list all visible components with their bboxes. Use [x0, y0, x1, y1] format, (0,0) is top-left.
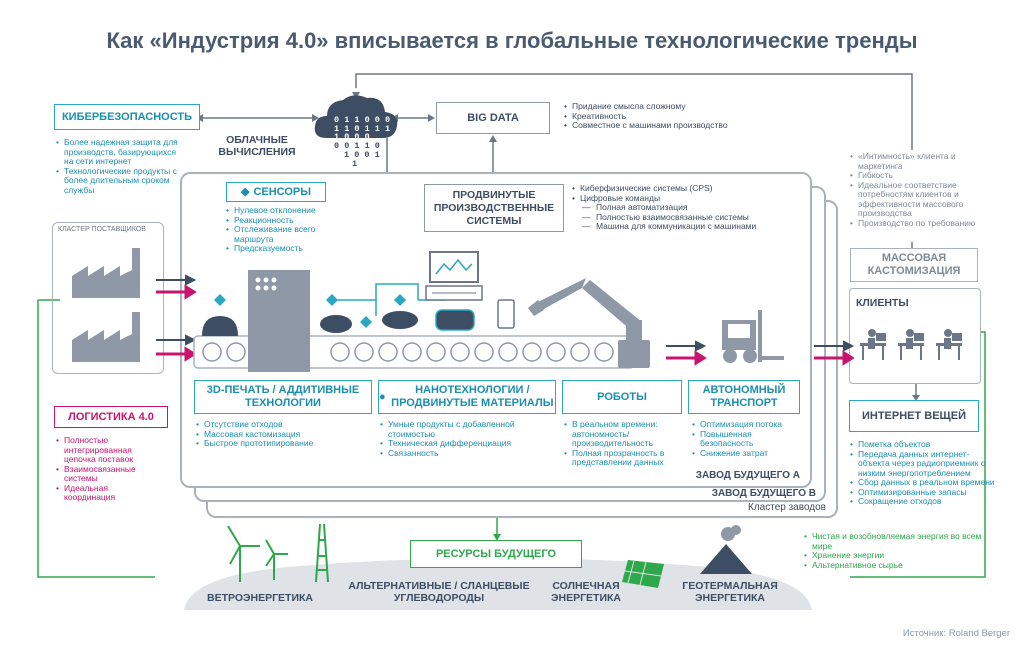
list-item: Совместное с машинами производство [564, 120, 774, 131]
list-item: Идеальная координация [56, 483, 156, 503]
resources-list: Чистая и возобновляемая энергия во всем … [804, 531, 984, 571]
factory-b-label: ЗАВОД БУДУЩЕГО В [711, 488, 816, 499]
list-item: Технологические продукты с более длитель… [56, 166, 186, 196]
iot-list: Пометка объектов Передача данных интерне… [850, 439, 995, 507]
shale-label: АЛЬТЕРНАТИВНЫЕ / СЛАНЦЕВЫЕ УГЛЕВОДОРОДЫ [348, 580, 530, 604]
clients-label: КЛИЕНТЫ [856, 297, 909, 309]
3d-printing-list: Отсутствие отходов Массовая кастомизация… [196, 419, 366, 449]
big-data-box: BIG DATA [436, 102, 550, 134]
list-item: Полная прозрачность в представлении данн… [564, 448, 690, 468]
list-item: Идеальное соответствие потребностям клие… [850, 180, 1000, 219]
earth-arc [184, 523, 812, 610]
supplier-cluster-frame [52, 222, 164, 374]
advanced-systems-text: Киберфизические системы (CPS) Цифровые к… [572, 183, 802, 232]
binary-line: 1 1 0 1 1 1 [334, 123, 391, 134]
list-item: Техническая дифференциация [380, 438, 556, 449]
page-title: Как «Индустрия 4.0» вписывается в глобал… [106, 28, 918, 53]
binary-code-lower: 0 0 1 1 0 1 0 0 1 1 [334, 142, 394, 169]
factory-a-label: ЗАВОД БУДУЩЕГО А [695, 470, 800, 481]
list-item: Придание смысла сложному [564, 101, 774, 112]
cybersecurity-list: Более надежная защита для производств, б… [56, 137, 186, 196]
dot-icon: ● [379, 390, 386, 403]
clients-icon [860, 329, 962, 360]
binary-line: 1 0 0 1 [344, 150, 380, 160]
list-item: Пометка объектов [850, 439, 995, 450]
list-item: В реальном времени: автономность/произво… [564, 419, 690, 449]
list-item: Машина для коммуникации с машинами [582, 221, 802, 232]
list-item: Полностью взаимосвязанные системы [582, 212, 802, 223]
list-item: Повышенная безопасность [692, 429, 802, 449]
solar-label: СОЛНЕЧНАЯ ЭНЕРГЕТИКА [551, 580, 621, 604]
list-item: Хранение энергии [804, 550, 984, 561]
logistics-list: Полностью интегрированная цепочка постав… [56, 435, 156, 503]
factory-cluster-label: Кластер заводов [748, 502, 826, 513]
binary-line: 0 1 1 0 0 0 [334, 115, 391, 125]
clients-panel: КЛИЕНТЫ [849, 288, 981, 384]
list-item: Предсказуемость [226, 243, 346, 254]
binary-code: 0 1 1 0 0 0 1 1 0 1 1 1 1 0 0 0 [334, 116, 394, 142]
list-item: Оптимизация потока [692, 419, 802, 430]
binary-line: 1 0 0 0 [334, 132, 370, 142]
list-item: Полностью интегрированная цепочка постав… [56, 435, 156, 465]
binary-line: 0 0 1 1 0 [334, 141, 380, 151]
3d-printing-box: 3D-ПЕЧАТЬ / АДДИТИВНЫЕ ТЕХНОЛОГИИ [194, 380, 372, 414]
sensors-box: ◆СЕНСОРЫ [226, 182, 326, 202]
geothermal-label: ГЕОТЕРМАЛЬНАЯ ЭНЕРГЕТИКА [682, 580, 778, 604]
list-item: Взаимосвязанные системы [56, 464, 156, 484]
list-item: Чистая и возобновляемая энергия во всем … [804, 531, 984, 551]
list-item: Массовая кастомизация [196, 429, 366, 440]
nanotech-list: Умные продукты с добавленной стоимостью … [380, 419, 556, 459]
list-item: Цифровые команды [572, 193, 802, 204]
list-item: Производство по требованию [850, 218, 1000, 229]
customer-list: «Интимность» клиента и маркетинга Гибкос… [850, 151, 1000, 229]
list-item: Сокращение отходов [850, 496, 995, 507]
list-item: «Интимность» клиента и маркетинга [850, 151, 1000, 171]
diamond-icon: ◆ [240, 185, 250, 198]
list-item: Киберфизические системы (CPS) [572, 183, 802, 194]
list-item: Гибкость [850, 170, 1000, 181]
production-line [156, 251, 830, 372]
list-item: Снижение затрат [692, 448, 802, 459]
list-item: Сбор данных в реальном времени [850, 477, 995, 488]
list-item: Отсутствие отходов [196, 419, 366, 430]
robots-box: РОБОТЫ [562, 380, 682, 414]
list-item: Альтернативное сырье [804, 560, 984, 571]
transport-list: Оптимизация потока Повышенная безопаснос… [692, 419, 802, 459]
list-item: Умные продукты с добавленной стоимостью [380, 419, 556, 439]
robots-list: В реальном времени: автономность/произво… [564, 419, 690, 468]
sensors-label: СЕНСОРЫ [253, 185, 312, 198]
list-item: Реакционность [226, 215, 346, 226]
list-item: Связанность [380, 448, 556, 459]
wind-energy-label: ВЕТРОЭНЕРГЕТИКА [207, 592, 313, 604]
logistics-box: ЛОГИСТИКА 4.0 [54, 406, 168, 428]
sensors-list: Нулевое отклонение Реакционность Отслежи… [226, 205, 346, 254]
nanotech-box: ● НАНОТЕХНОЛОГИИ / ПРОДВИНУТЫЕ МАТЕРИАЛЫ [378, 380, 556, 414]
list-item: Отслеживание всего маршрута [226, 224, 346, 244]
list-item: Более надежная защита для производств, б… [56, 137, 186, 167]
cybersecurity-box: КИБЕРБЕЗОПАСНОСТЬ [54, 104, 200, 130]
list-item: Полная автоматизация [582, 202, 802, 213]
list-item: Передача данных интернет-объекта через р… [850, 449, 995, 479]
list-item: Быстрое прототипирование [196, 438, 366, 449]
iot-box: ИНТЕРНЕТ ВЕЩЕЙ [849, 400, 979, 432]
factory-icon [72, 248, 140, 362]
cloud-label: ОБЛАЧНЫЕ ВЫЧИСЛЕНИЯ [218, 134, 296, 158]
nanotech-label: НАНОТЕХНОЛОГИИ / ПРОДВИНУТЫЕ МАТЕРИАЛЫ [391, 384, 554, 409]
list-item: Креативность [564, 111, 774, 122]
mass-customization-box: МАССОВАЯ КАСТОМИЗАЦИЯ [850, 248, 978, 282]
output-arrows [814, 340, 854, 366]
list-item: Оптимизированные запасы [850, 487, 995, 498]
cloud-icon [314, 95, 398, 138]
autonomous-transport-box: АВТОНОМНЫЙ ТРАНСПОРТ [688, 380, 800, 414]
advanced-systems-box: ПРОДВИНУТЫЕ ПРОИЗВОДСТВЕННЫЕ СИСТЕМЫ [424, 184, 564, 232]
resources-box: РЕСУРСЫ БУДУЩЕГО [410, 540, 582, 568]
source-note: Источник: Roland Berger [902, 628, 1010, 639]
big-data-list: Придание смысла сложному Креативность Со… [564, 101, 774, 131]
list-item: Нулевое отклонение [226, 205, 346, 216]
supplier-cluster-label: КЛАСТЕР ПОСТАВЩИКОВ [58, 226, 146, 233]
binary-line: 1 [352, 159, 358, 169]
